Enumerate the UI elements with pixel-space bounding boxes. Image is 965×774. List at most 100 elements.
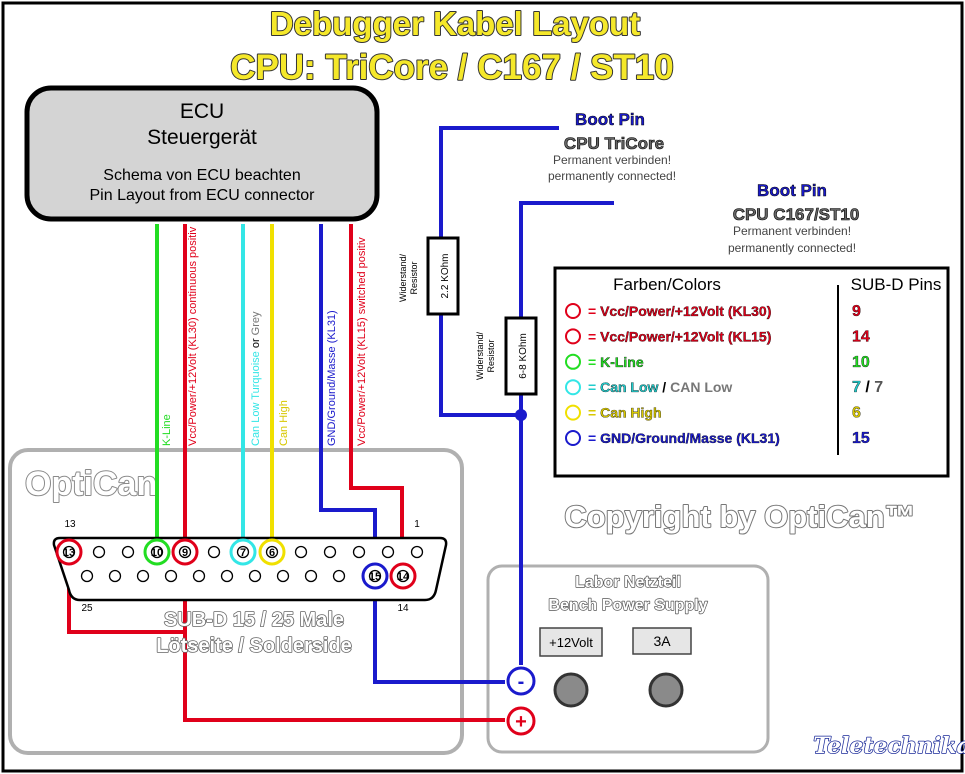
connector-label-2: Lötseite / Solderside	[156, 635, 352, 657]
subd-pin	[92, 545, 106, 559]
legend-header-pins: SUB-D Pins	[851, 275, 942, 294]
wire-label-kl30: Vcc/Power/+12Volt (KL30) continuous posi…	[187, 226, 199, 446]
optican-box	[8, 448, 464, 755]
resistor-2k2-value: 2.2 KOhm	[440, 253, 451, 298]
power-supply-title-de: Labor Netzteil	[575, 574, 681, 591]
legend-row-text: Can High	[600, 405, 661, 421]
subd-pin	[220, 569, 234, 583]
wire-to-plus	[183, 590, 505, 722]
subd-pin	[164, 569, 178, 583]
legend-row-prefix: =	[588, 430, 600, 446]
subd-pin	[150, 545, 164, 559]
legend-row-prefix: =	[588, 328, 600, 344]
plus-terminal-label: +	[515, 711, 527, 733]
current-knob-icon[interactable]	[648, 672, 684, 708]
legend-color-icon	[565, 328, 581, 345]
wire-label-canlow: Can Low Turquoise or Grey	[250, 311, 262, 446]
ecu-name: ECU	[180, 100, 224, 123]
legend-color-icon	[565, 353, 581, 370]
voltage-display	[539, 627, 603, 657]
ecu-note-de: Schema von ECU beachten	[103, 167, 300, 184]
pin-15-label: 15	[369, 571, 381, 583]
plus-terminal-icon[interactable]	[506, 706, 536, 736]
wire-label-kline: K-Line	[161, 414, 173, 446]
subd-pin	[136, 569, 150, 583]
title-line-1: Debugger Kabel Layout	[270, 5, 640, 42]
boot-pin-tricore-label: Boot Pin	[575, 110, 645, 129]
legend-row-pin: 14	[852, 328, 870, 345]
legend-row-label: = GND/Ground/Masse (KL31)	[588, 430, 780, 446]
legend-row-text: Can Low	[600, 379, 658, 395]
subd-pin	[80, 569, 94, 583]
optican-box-label: OptiCan	[25, 465, 157, 503]
wire-label-kl15: Vcc/Power/+12Volt (KL15) switched positi…	[356, 237, 368, 446]
minus-terminal-icon[interactable]	[506, 666, 536, 696]
subd-pin	[248, 569, 262, 583]
corner-13: 13	[64, 519, 76, 530]
wire-to-minus	[373, 590, 505, 684]
legend-box	[553, 266, 950, 478]
pin-14-ring	[389, 562, 417, 590]
legend-rows: = Vcc/Power/+12Volt (KL30) 9 = Vcc/Power/+…	[565, 303, 883, 447]
ecu-note-en: Pin Layout from ECU connector	[90, 187, 316, 204]
subd-pin	[410, 545, 424, 559]
subd-pin	[108, 569, 122, 583]
wire-group	[67, 126, 614, 722]
resistor-6k8-label-en: Resistor	[486, 339, 496, 372]
corner-14: 14	[397, 603, 409, 614]
legend-row-pin: 9	[852, 303, 861, 320]
legend-row-pin: 15	[852, 430, 870, 447]
title-line-2: CPU: TriCore / C167 / ST10	[230, 48, 673, 87]
pin-7-label: 7	[240, 547, 246, 559]
corner-25: 25	[81, 603, 93, 614]
legend-row-label: = Vcc/Power/+12Volt (KL30)	[588, 303, 771, 319]
wire-gnd	[319, 224, 377, 560]
pin-9-ring	[171, 538, 199, 566]
resistor-2k2	[426, 236, 460, 316]
wire-boot-c167	[519, 201, 614, 665]
legend-pin-sep: /	[861, 379, 874, 396]
boot-pin-c167-note-en: permanently connected!	[728, 241, 856, 255]
resistor-6k8-label-de: Widerstand/	[475, 331, 485, 380]
pin-7-ring	[229, 538, 257, 566]
legend-pin-a: 6	[852, 405, 861, 422]
wire-kl15	[349, 224, 404, 560]
wire-label-canlow-a: Can Low Turquoise	[250, 351, 262, 446]
subd-pin	[396, 569, 410, 583]
boot-pin-c167-note-de: Permanent verbinden!	[733, 224, 851, 238]
subd-pin	[294, 545, 308, 559]
subd-pin	[304, 569, 318, 583]
boot-pin-tricore-note-de: Permanent verbinden!	[553, 153, 671, 167]
subd-pin	[236, 545, 250, 559]
power-supply-box	[486, 564, 770, 754]
pin-10-ring	[143, 538, 171, 566]
wire-label-canlow-b: or	[250, 335, 262, 351]
legend-row-label: = Can Low / CAN Low	[588, 379, 732, 395]
legend-row-text: GND/Ground/Masse (KL31)	[600, 430, 780, 446]
current-display-text: 3A	[653, 633, 671, 649]
wire-label-gnd: GND/Ground/Masse (KL31)	[326, 310, 338, 446]
subd-pin	[332, 569, 346, 583]
legend-pin-a: 7	[852, 379, 861, 396]
ecu-name-de: Steuergerät	[147, 126, 257, 149]
junction-dot	[515, 409, 527, 421]
legend-row-prefix: =	[588, 354, 600, 370]
boot-pin-tricore-note-en: permanently connected!	[548, 169, 676, 183]
legend-row-label: = Can High	[588, 405, 662, 421]
pin-6-ring	[258, 538, 286, 566]
current-display	[632, 627, 692, 655]
legend-row-pin: 6	[852, 405, 861, 422]
subd-pin	[192, 569, 206, 583]
resistor-6k8-value: 6-8 KOhm	[518, 333, 529, 379]
pin-14-label: 14	[397, 571, 410, 583]
teletechnika-logo: Teletechnika	[813, 733, 965, 759]
power-supply-title-en: Bench Power Supply	[548, 597, 707, 614]
legend-row-prefix: =	[588, 405, 600, 421]
copyright: Copyright by OptiCan™	[564, 499, 915, 534]
subd-pin	[265, 545, 279, 559]
legend-row-text: Vcc/Power/+12Volt (KL15)	[600, 328, 771, 344]
voltage-knob-icon[interactable]	[553, 672, 589, 708]
pin-15-ring	[361, 562, 389, 590]
